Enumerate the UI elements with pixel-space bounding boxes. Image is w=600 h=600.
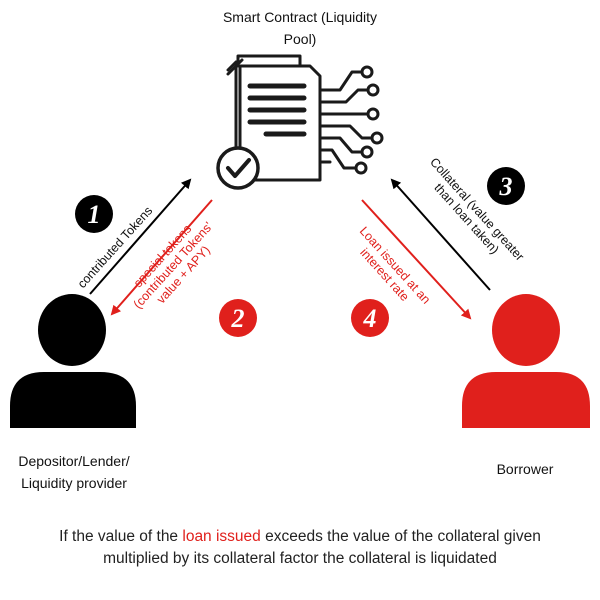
contract-title-line1: Smart Contract (Liquidity [222, 9, 378, 25]
contract-title-line2: Pool) [283, 31, 317, 47]
step-2-number: 2 [231, 304, 245, 333]
step-4-number: 4 [363, 304, 377, 333]
step-2-badge: 2 [219, 299, 257, 337]
footer-note-line2: multiplied by its collateral factor the … [103, 550, 497, 567]
footer-highlight: loan issued [182, 528, 261, 545]
arrow-step-4 [361, 199, 472, 320]
depositor-label-line2: Liquidity provider [21, 475, 127, 491]
arrow-step-3 [390, 178, 491, 291]
depositor-label-line1: Depositor/Lender/ [18, 453, 130, 469]
footer-note-line1: If the value of the loan issued exceeds … [20, 526, 580, 548]
step-3-badge: 3 [487, 167, 525, 205]
arrow-step-1 [89, 178, 192, 295]
step-3-number: 3 [499, 172, 513, 201]
document-circuit-check-icon [216, 54, 384, 190]
step-1-number: 1 [88, 200, 101, 229]
arrow-step-2 [110, 199, 213, 316]
step-1-badge: 1 [75, 195, 113, 233]
depositor-label: Depositor/Lender/ Liquidity provider [4, 450, 144, 494]
depositor-person-icon [10, 294, 136, 428]
footer-part2: exceeds the value of the collateral give… [260, 528, 541, 545]
step-4-badge: 4 [351, 299, 389, 337]
footer-note: If the value of the loan issued exceeds … [20, 526, 580, 570]
borrower-label: Borrower [496, 461, 554, 477]
footer-part1: If the value of the [59, 528, 183, 545]
borrower-person-icon [462, 294, 590, 428]
contract-title: Smart Contract (Liquidity Pool) [180, 6, 420, 50]
